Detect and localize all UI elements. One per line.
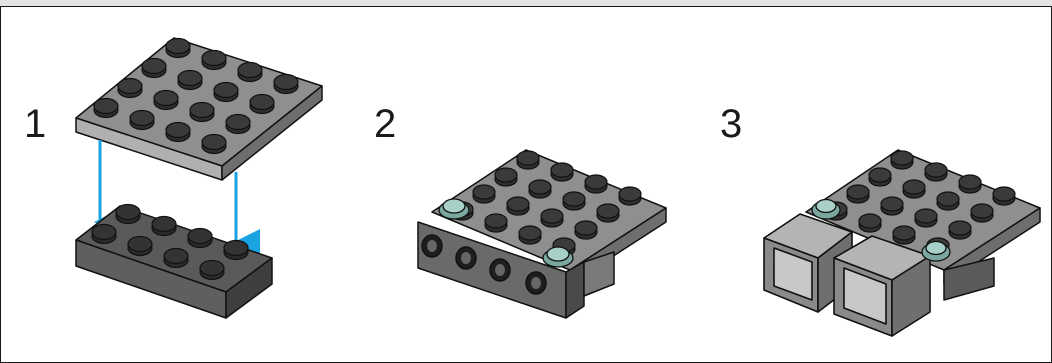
stud-top [529,180,551,194]
stud-top [130,111,154,126]
stud-top [116,205,140,220]
stud-top [893,226,915,240]
stud-top [891,151,913,165]
stud-top [152,217,176,232]
stud-top [585,175,607,189]
stud-top [188,229,212,244]
stud-top [238,63,262,78]
stud-top [937,192,959,206]
stud-top [563,192,585,206]
stud-top [859,214,881,228]
stud-top [925,163,947,177]
stud-top [164,249,188,264]
stud-top [507,197,529,211]
stud-top [226,115,250,130]
stud-top [541,209,563,223]
stud-top [202,51,226,66]
stud-top [903,180,925,194]
stud-top [597,204,619,218]
stud-top [847,185,869,199]
stud-top [118,79,142,94]
stud-top [869,168,891,182]
stud-top [128,237,152,252]
stud-top [94,99,118,114]
stud-top [993,187,1015,201]
stud-top [274,75,298,90]
step-2-illustration [418,150,666,318]
step-1-illustration [76,38,322,318]
stud-top [915,209,937,223]
stud-top [495,168,517,182]
stud-top [202,135,226,150]
bracket-plate [418,150,666,318]
stud-top [575,221,597,235]
stud-top [551,163,573,177]
stud-top [190,103,214,118]
stud-top [959,175,981,189]
stud-top [971,204,993,218]
stud-top [166,39,190,54]
stud-top [517,151,539,165]
stud-top [224,241,248,256]
stud-top [250,95,274,110]
stud-top [178,71,202,86]
stud-top [881,197,903,211]
step-3-illustration [764,150,1040,336]
stud-top [473,185,495,199]
stud-top [154,91,178,106]
stud-top [142,59,166,74]
stud-top [519,226,541,240]
stud-top [200,261,224,276]
stud-top [92,225,116,240]
stud-top [485,214,507,228]
stud-top [214,83,238,98]
stud-top [619,187,641,201]
stud-top [949,221,971,235]
stud-top [166,123,190,138]
